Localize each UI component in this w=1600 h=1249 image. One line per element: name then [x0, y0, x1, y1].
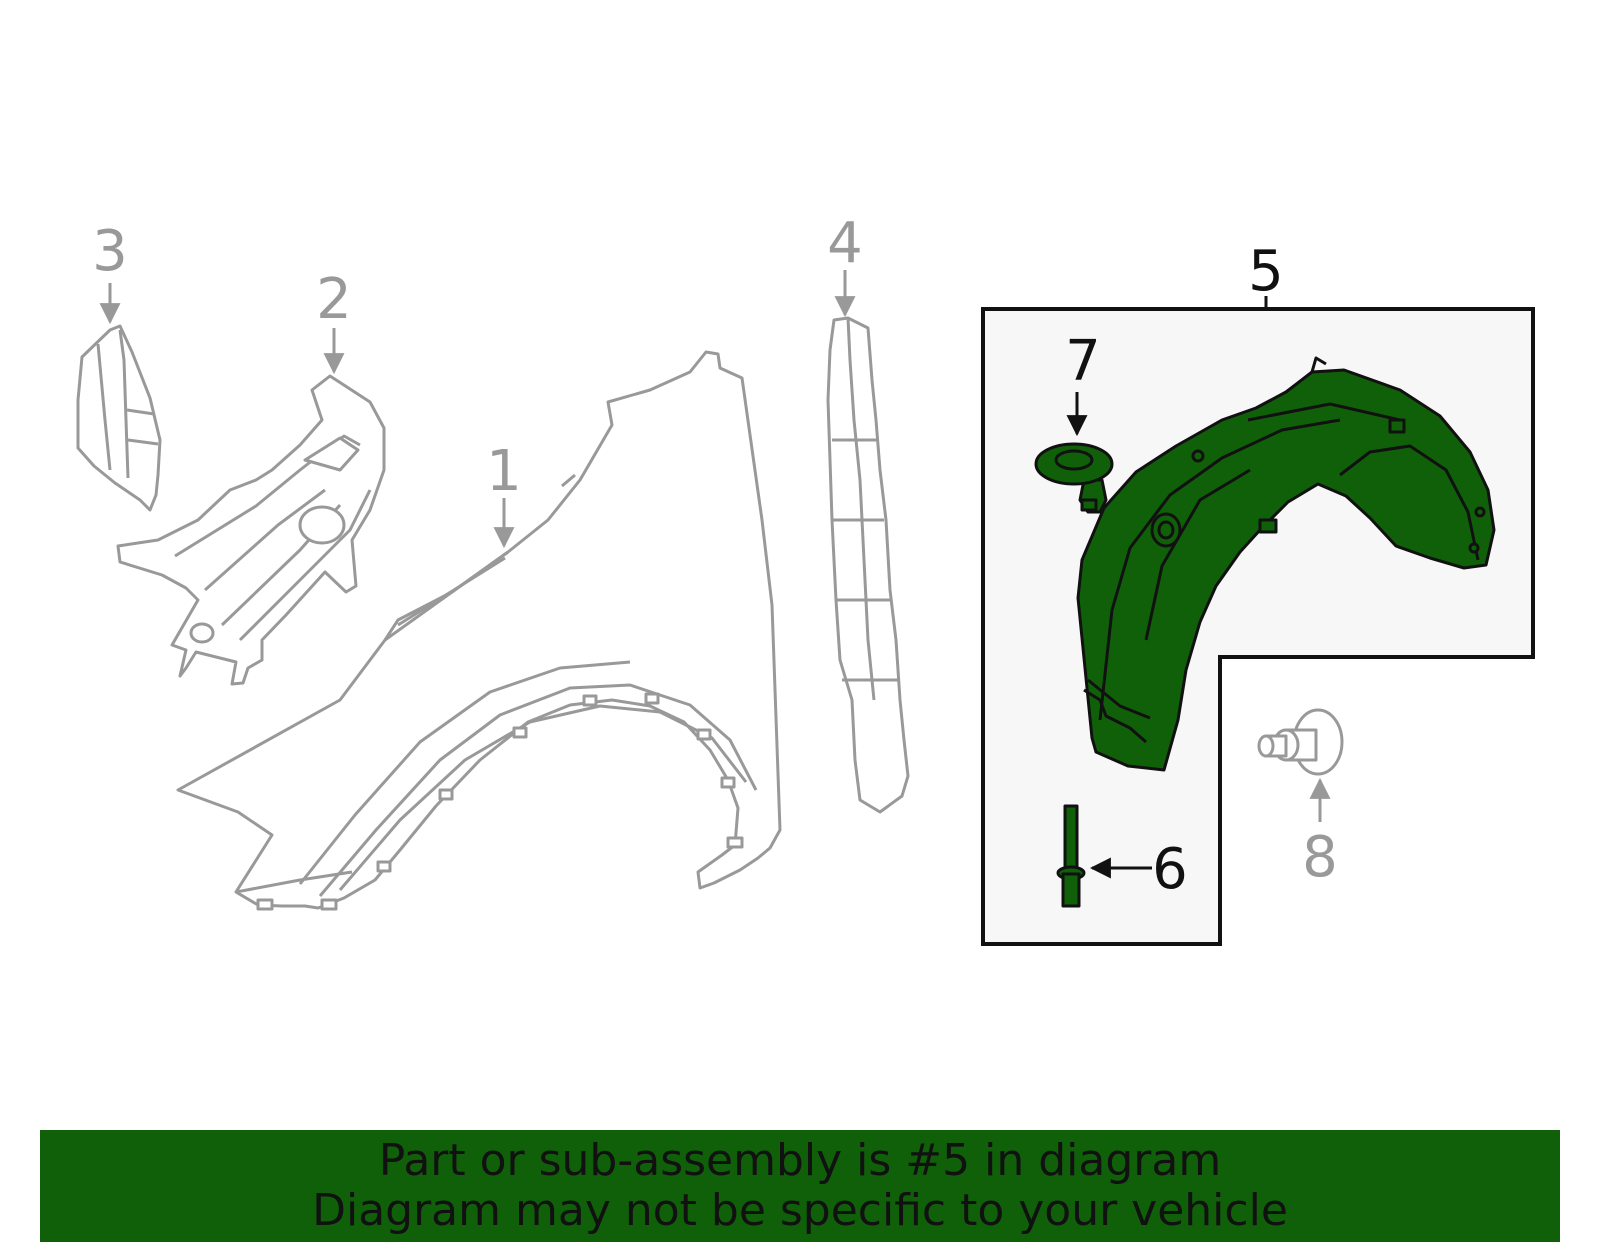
part-8-bolt [1257, 708, 1344, 776]
part-5-fender-liner [1076, 356, 1496, 772]
part-4-seal [826, 316, 910, 814]
part-2-brace [116, 374, 386, 686]
leader-arrows [99, 270, 1331, 879]
callout-2: 2 [316, 267, 352, 332]
info-banner: Part or sub-assembly is #5 in diagram Di… [40, 1130, 1560, 1242]
banner-line-2: Diagram may not be specific to your vehi… [312, 1185, 1288, 1236]
part-6-pin [1056, 804, 1086, 908]
callout-3: 3 [92, 219, 128, 284]
callout-6: 6 [1152, 837, 1188, 902]
callout-4: 4 [827, 211, 863, 276]
callout-1: 1 [486, 439, 522, 504]
part-3-bracket [76, 324, 162, 512]
part-1-fender [176, 350, 782, 911]
part-7-push-clip [1034, 442, 1114, 514]
callout-7: 7 [1065, 329, 1101, 394]
banner-line-1: Part or sub-assembly is #5 in diagram [378, 1135, 1222, 1186]
callout-8: 8 [1302, 825, 1338, 890]
callout-5: 5 [1248, 239, 1284, 304]
